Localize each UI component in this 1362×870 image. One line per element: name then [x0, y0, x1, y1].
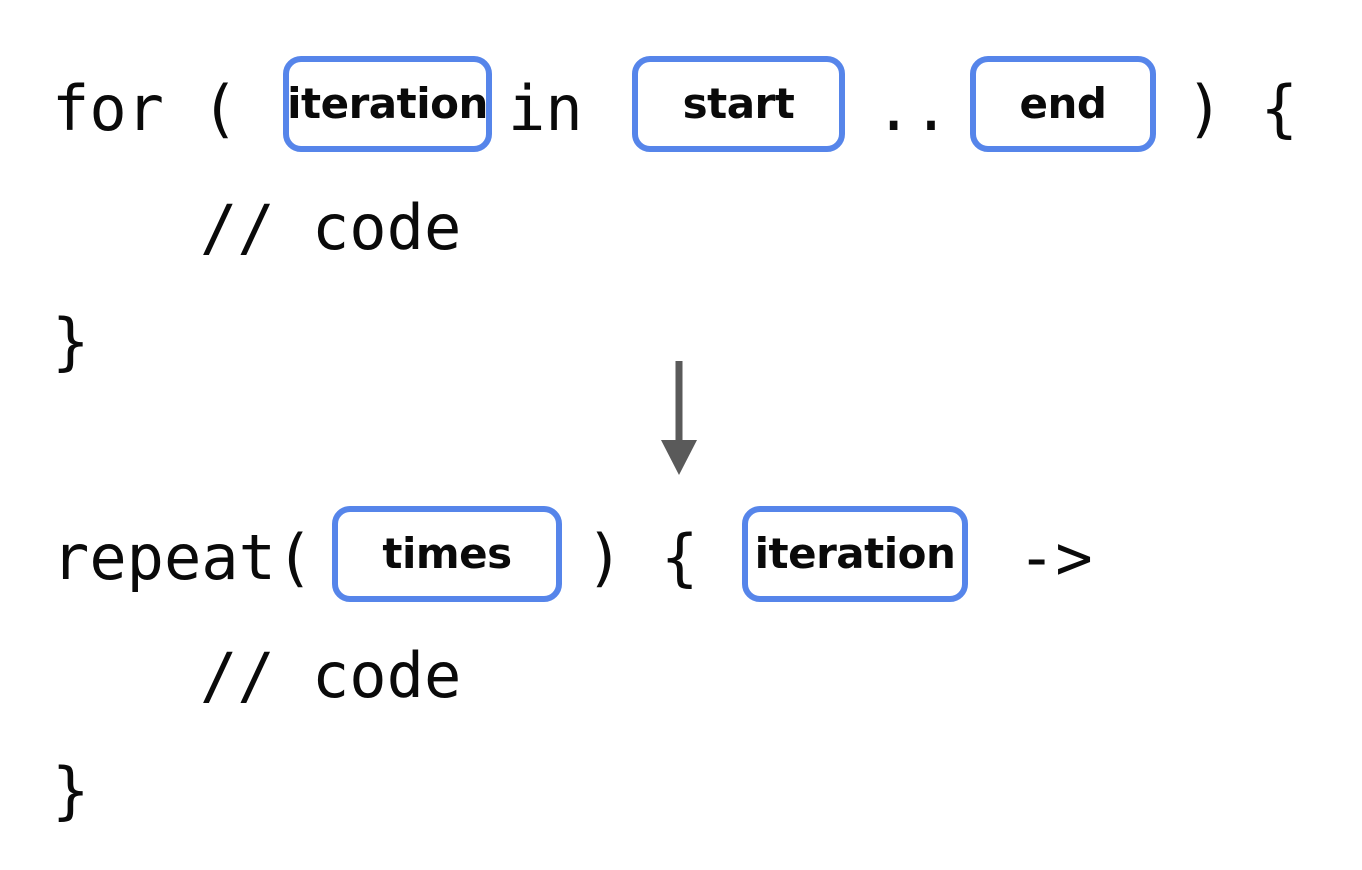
token-iteration-2-label: iteration: [754, 529, 956, 578]
token-start-label: start: [682, 79, 795, 128]
down-arrow-icon: [661, 361, 697, 475]
token-start[interactable]: start: [632, 56, 845, 152]
code-range-operator: ..: [875, 72, 950, 145]
code-for-open: for (: [52, 72, 239, 145]
token-end[interactable]: end: [970, 56, 1156, 152]
transform-arrow: [645, 355, 715, 480]
token-times-label: times: [382, 529, 512, 578]
code-comment-2: // code: [200, 639, 462, 712]
token-iteration-2[interactable]: iteration: [742, 506, 968, 602]
token-iteration-1[interactable]: iteration: [283, 56, 492, 152]
code-repeat-open: repeat(: [52, 521, 314, 594]
code-open-brace-2: {: [661, 521, 699, 594]
code-comment-1: // code: [200, 191, 462, 264]
token-end-label: end: [1019, 79, 1107, 128]
code-close-brace-2: }: [52, 754, 90, 827]
code-close-paren-2: ): [586, 521, 624, 594]
token-times[interactable]: times: [332, 506, 562, 602]
code-close-brace-1: }: [52, 305, 90, 378]
code-lambda-arrow: ->: [1018, 521, 1093, 594]
code-close-paren-brace-1: ) {: [1186, 72, 1298, 145]
code-in-keyword: in: [508, 72, 583, 145]
token-iteration-1-label: iteration: [287, 79, 488, 128]
